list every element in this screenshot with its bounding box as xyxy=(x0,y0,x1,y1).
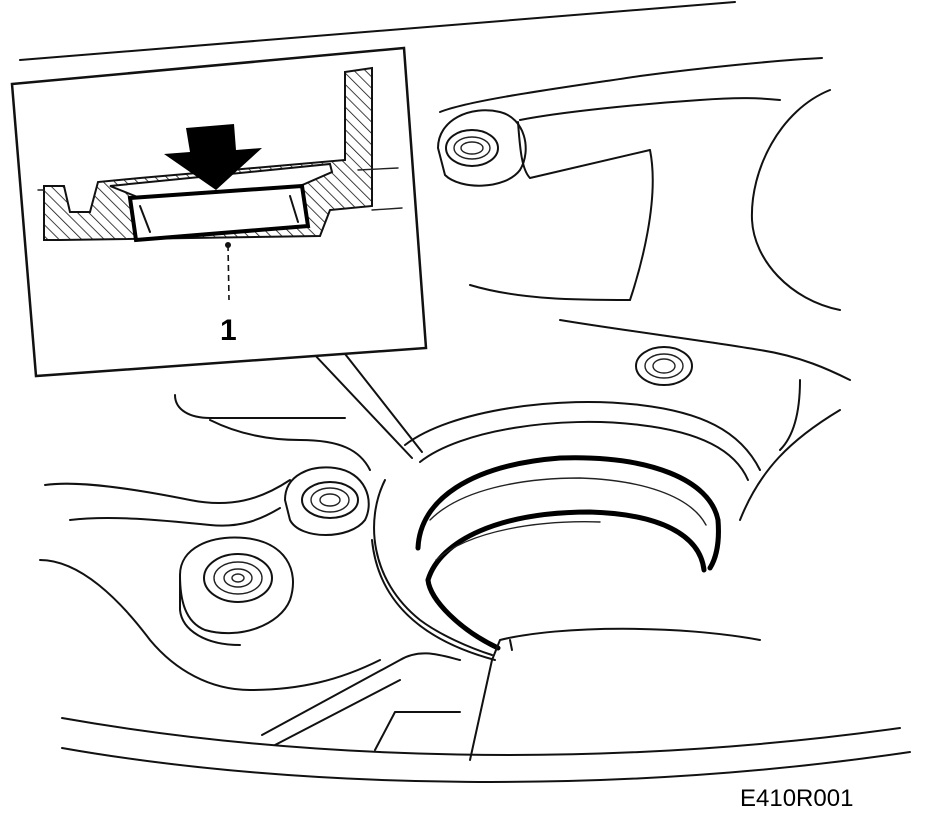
callout-number-label: 1 xyxy=(220,314,237,347)
seal-ring-part[interactable] xyxy=(127,183,311,243)
callout-dot xyxy=(225,242,231,248)
housing-drawing xyxy=(19,1,911,783)
bolt-hole-top xyxy=(437,109,527,187)
bolt-hole-left-middle xyxy=(284,466,370,536)
detail-inset: 1 xyxy=(10,46,428,459)
callout-leader xyxy=(227,244,230,301)
figure-code-label: E410R001 xyxy=(740,785,853,812)
down-arrow-icon xyxy=(164,124,262,190)
bolt-hole-right xyxy=(635,346,693,386)
bolt-hole-left-large xyxy=(179,536,294,646)
bearing-bore xyxy=(371,400,761,761)
inset-leader-line xyxy=(311,344,423,459)
